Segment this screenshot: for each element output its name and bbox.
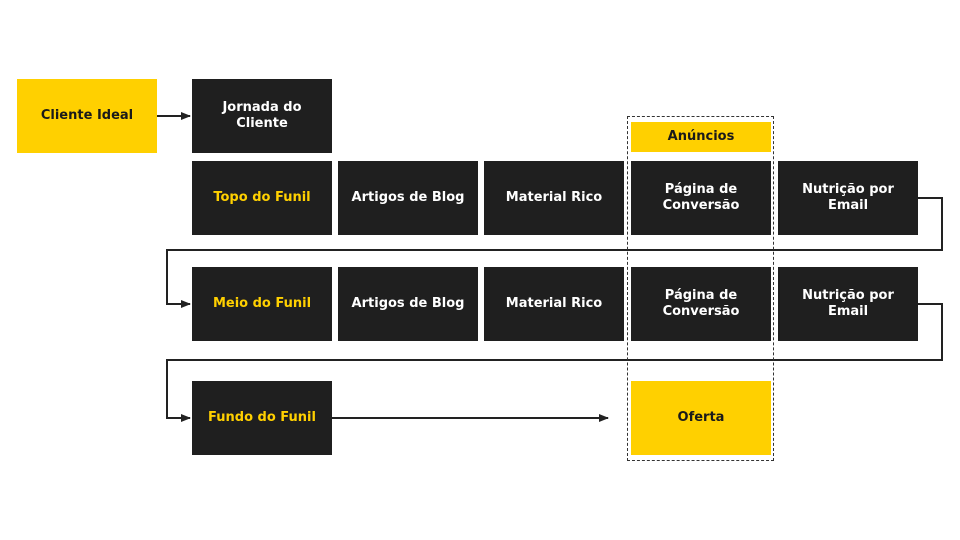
meio-funil-box: Meio do Funil <box>192 267 332 341</box>
topo-nutricao-box: Nutrição por Email <box>778 161 918 235</box>
topo-artigos-box: Artigos de Blog <box>338 161 478 235</box>
cliente-ideal-box: Cliente Ideal <box>17 79 157 153</box>
topo-material-box: Material Rico <box>484 161 624 235</box>
dashed-group-frame <box>627 116 774 461</box>
arrow-topo-to-meio <box>166 197 943 308</box>
meio-nutricao-box: Nutrição por Email <box>778 267 918 341</box>
oferta-box: Oferta <box>631 381 771 455</box>
meio-artigos-box: Artigos de Blog <box>338 267 478 341</box>
jornada-box: Jornada do Cliente <box>192 79 332 153</box>
fundo-funil-box: Fundo do Funil <box>192 381 332 455</box>
meio-pagina-box: Página de Conversão <box>631 267 771 341</box>
topo-funil-box: Topo do Funil <box>192 161 332 235</box>
anuncios-box: Anúncios <box>631 122 771 152</box>
topo-pagina-box: Página de Conversão <box>631 161 771 235</box>
meio-material-box: Material Rico <box>484 267 624 341</box>
arrow-meio-to-fundo <box>166 303 943 422</box>
